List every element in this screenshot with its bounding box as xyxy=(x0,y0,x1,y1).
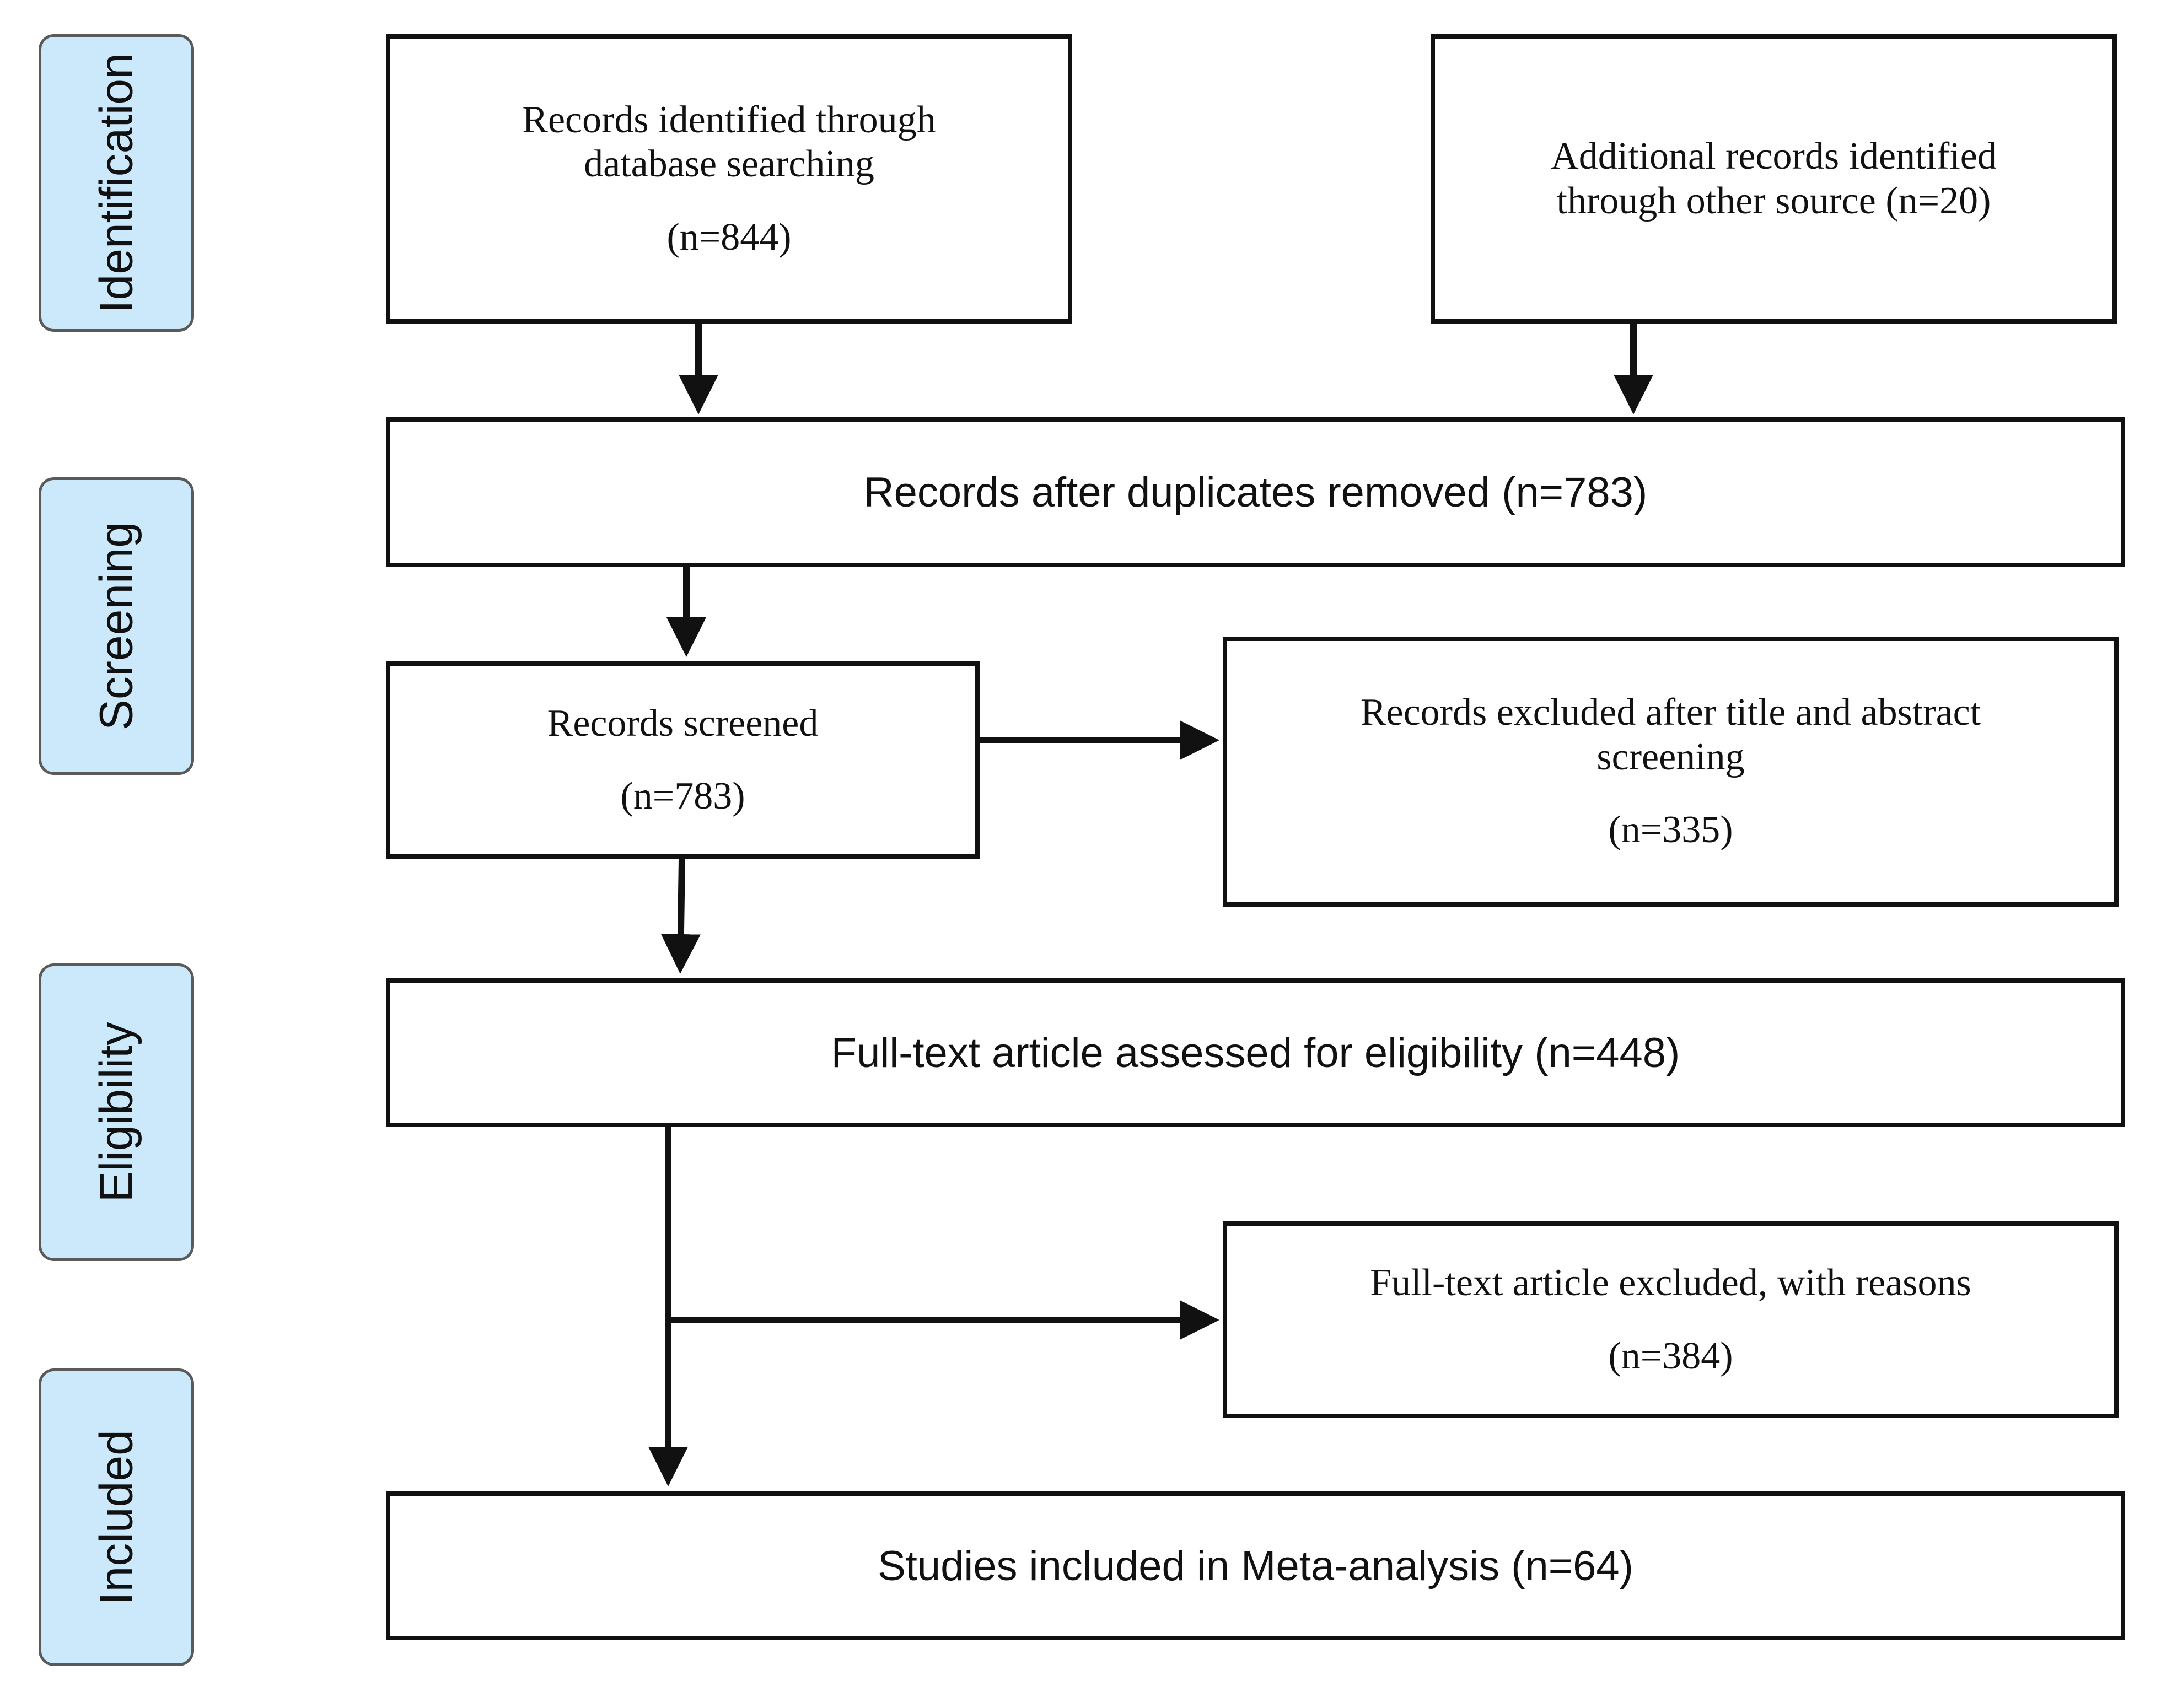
phase-included-label: Included xyxy=(90,1430,142,1605)
records-screened-label: Records screened xyxy=(547,702,819,745)
full-text-assessed-label: Full-text article assessed for eligibili… xyxy=(831,1029,1680,1076)
box-database-search: Records identified through database sear… xyxy=(386,34,1072,324)
phase-screening: Screening xyxy=(39,477,194,775)
box-full-text-assessed: Full-text article assessed for eligibili… xyxy=(386,978,2125,1127)
database-search-label-line2: database searching xyxy=(584,143,874,186)
other-sources-label-line1: Additional records identified xyxy=(1551,135,1997,177)
arrow-screened-to-fulltext xyxy=(660,858,701,974)
phase-eligibility: Eligibility xyxy=(39,963,194,1261)
included-meta-analysis-label: Studies included in Meta-analysis (n=64) xyxy=(878,1542,1633,1590)
other-sources-label-line2: through other source (n=20) xyxy=(1556,179,1991,222)
box-included-meta-analysis: Studies included in Meta-analysis (n=64) xyxy=(386,1491,2125,1640)
box-excluded-title-abstract: Records excluded after title and abstrac… xyxy=(1223,637,2119,907)
excluded-title-abstract-count: (n=335) xyxy=(1608,809,1733,852)
phase-identification-label: Identification xyxy=(90,53,142,313)
box-other-sources: Additional records identified through ot… xyxy=(1431,34,2117,324)
phase-screening-label: Screening xyxy=(90,521,142,731)
full-text-excluded-label: Full-text article excluded, with reasons xyxy=(1370,1262,1971,1304)
duplicates-removed-label: Records after duplicates removed (n=783) xyxy=(863,468,1648,516)
database-search-label-line1: Records identified through xyxy=(522,98,936,141)
database-search-count: (n=844) xyxy=(666,215,792,258)
records-screened-count: (n=783) xyxy=(620,775,745,817)
full-text-excluded-count: (n=384) xyxy=(1608,1334,1733,1377)
excluded-title-abstract-line2: screening xyxy=(1596,735,1745,778)
phase-eligibility-label: Eligibility xyxy=(90,1022,142,1203)
box-duplicates-removed: Records after duplicates removed (n=783) xyxy=(386,417,2125,567)
phase-included: Included xyxy=(39,1368,194,1666)
phase-identification: Identification xyxy=(39,34,194,332)
box-full-text-excluded: Full-text article excluded, with reasons… xyxy=(1223,1221,2119,1418)
box-records-screened: Records screened (n=783) xyxy=(386,661,980,859)
excluded-title-abstract-line1: Records excluded after title and abstrac… xyxy=(1360,691,1981,734)
